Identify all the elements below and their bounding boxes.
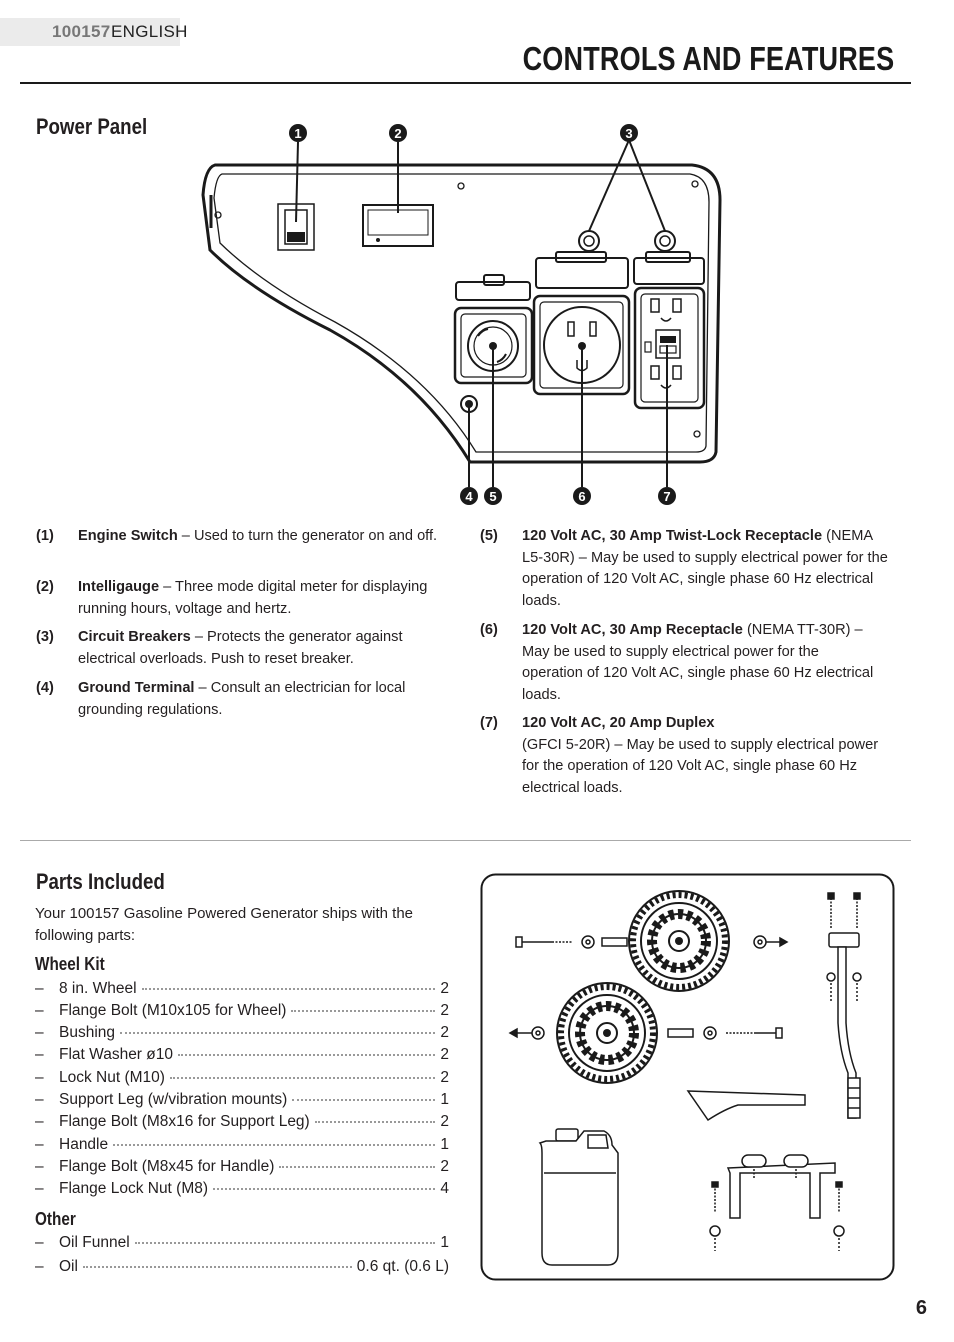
wheel-bolt-assembly-icon [515,935,789,949]
callout-marker-5: 5 [484,487,502,505]
header-tab: 100157 ENGLISH [0,18,187,46]
wheel-icon [556,982,658,1084]
panel-inner-outline [213,173,710,453]
model-number: 100157 [52,22,111,41]
wheel-bolt-assembly-icon [508,1026,783,1040]
svg-text:2: 2 [394,126,401,141]
parts-included-title: Parts Included [36,869,165,894]
callout-marker-6: 6 [573,487,591,505]
header-rule [20,82,911,84]
support-leg-icon [709,1154,845,1251]
svg-text:5: 5 [489,489,496,504]
language-label: ENGLISH [111,22,188,41]
list-item: –Flange Bolt (M8x16 for Support Leg)2 [35,1113,449,1130]
circuit-breaker-icon [578,230,676,252]
wheel-icon [628,890,730,992]
callout-marker-1: 1 [289,124,307,142]
callout-marker-2: 2 [389,124,407,142]
screw-icon [457,182,465,190]
gfci-duplex-icon [633,286,706,410]
power-panel-title: Power Panel [36,114,148,139]
parts-illustration [480,873,895,1281]
svg-text:6: 6 [578,489,585,504]
panel-outline [201,163,722,464]
svg-text:4: 4 [465,489,473,504]
svg-text:7: 7 [663,489,670,504]
list-item: –Lock Nut (M10)2 [35,1069,449,1086]
screw-icon [693,430,701,438]
svg-text:3: 3 [625,126,632,141]
callout-marker-4: 4 [460,487,478,505]
section-divider [20,840,911,841]
screw-icon [214,211,222,219]
oil-funnel-icon [686,1090,806,1122]
other-title: Other [35,1209,76,1229]
svg-text:1: 1 [294,126,301,141]
wheel-kit-title: Wheel Kit [35,954,105,974]
callout-marker-3: 3 [620,124,638,142]
list-item: –Flange Bolt (M10x105 for Wheel)2 [35,1002,449,1019]
parts-intro: Your 100157 Gasoline Powered Generator s… [35,905,414,944]
list-item: –Flange Bolt (M8x45 for Handle)2 [35,1158,449,1175]
page-title: CONTROLS AND FEATURES [522,40,894,77]
list-item: –Flange Lock Nut (M8)4 [35,1180,449,1197]
list-item: –Support Leg (w/vibration mounts)1 [35,1091,449,1108]
screw-icon [691,180,699,188]
handle-icon [826,892,862,1119]
page-number: 6 [915,1297,927,1319]
oil-bottle-icon [538,1128,619,1266]
power-panel-diagram: 1 2 3 4 5 6 7 [201,124,722,505]
callout-marker-7: 7 [658,487,676,505]
